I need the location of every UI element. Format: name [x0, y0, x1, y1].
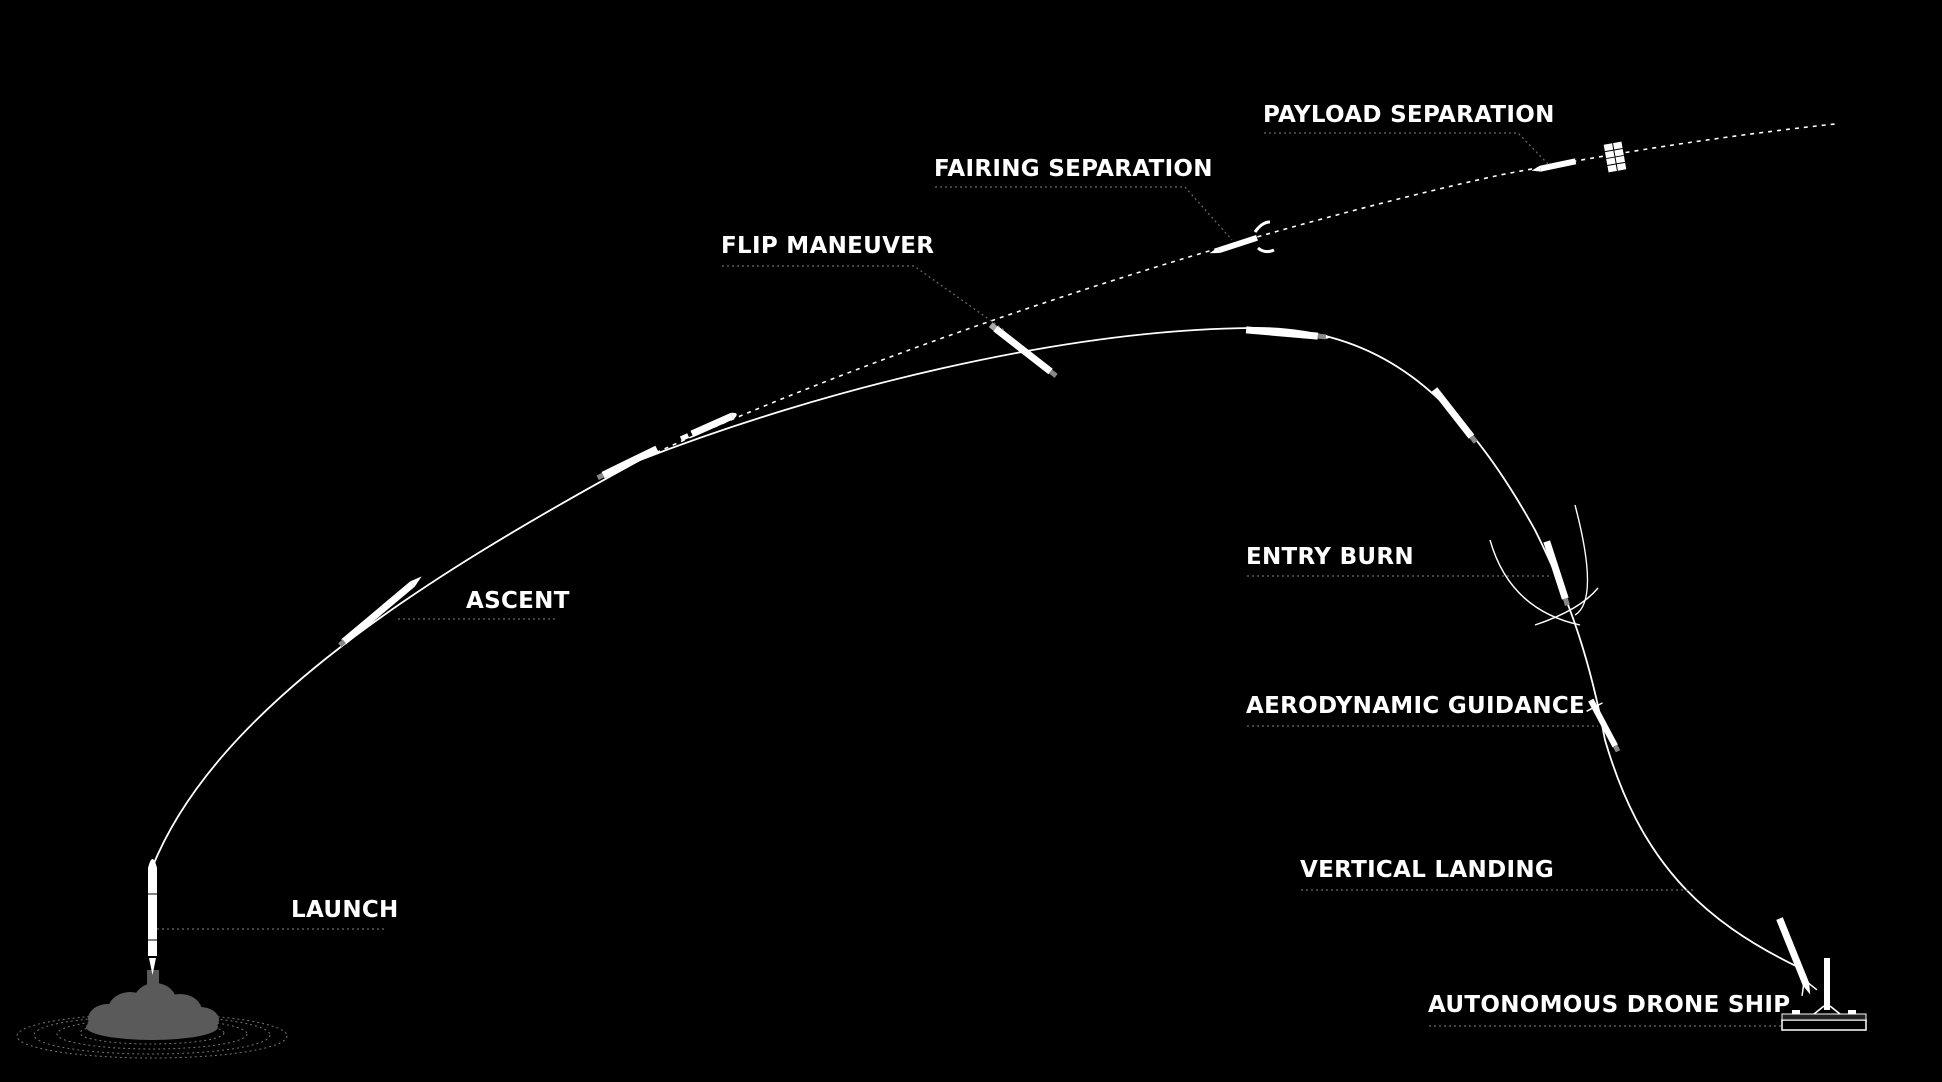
stage-label-flip-maneuver: FLIP MANEUVER [721, 233, 935, 259]
stage-label-fairing-separation: FAIRING SEPARATION [934, 156, 1213, 182]
second-stage-rocket [679, 412, 737, 442]
stage-label-payload-separation: PAYLOAD SEPARATION [1263, 102, 1555, 128]
stage-label-autonomous-drone-ship: AUTONOMOUS DRONE SHIP [1428, 992, 1791, 1018]
payload-separation-vehicle [1531, 141, 1627, 173]
landing-rocket [1776, 917, 1818, 996]
leader-line-fairing-separation [935, 186, 1233, 241]
drone-ship [1781, 1010, 1867, 1031]
satellite-icon [1603, 141, 1627, 173]
fairing-separation-vehicle [1209, 220, 1275, 254]
leader-line-flip-maneuver [722, 265, 1005, 331]
landed-rocket [1813, 958, 1841, 1015]
entry-burn-plume [1489, 504, 1599, 626]
stage-separation-rocket [596, 445, 659, 481]
ascent-rocket [338, 576, 422, 648]
second-stage-trajectory [639, 123, 1836, 461]
launch-rocket [148, 859, 157, 975]
aerodynamic-guidance-rocket [1586, 698, 1621, 753]
stage-label-vertical-landing: VERTICAL LANDING [1300, 857, 1555, 883]
stage-label-launch: LAUNCH [291, 897, 399, 923]
descent-rocket [1431, 387, 1478, 444]
leader-line-payload-separation [1264, 132, 1549, 165]
flip-maneuver-rocket [988, 322, 1058, 378]
entry-burn-rocket [1543, 540, 1570, 606]
stage-label-ascent: ASCENT [466, 588, 570, 614]
stage-label-aerodynamic-guidance: AERODYNAMIC GUIDANCE [1246, 693, 1586, 719]
leader-lines [157, 132, 1782, 1027]
apogee-rocket [1245, 326, 1330, 340]
stage-label-entry-burn: ENTRY BURN [1246, 544, 1414, 570]
launch-smoke-cloud [86, 970, 219, 1040]
